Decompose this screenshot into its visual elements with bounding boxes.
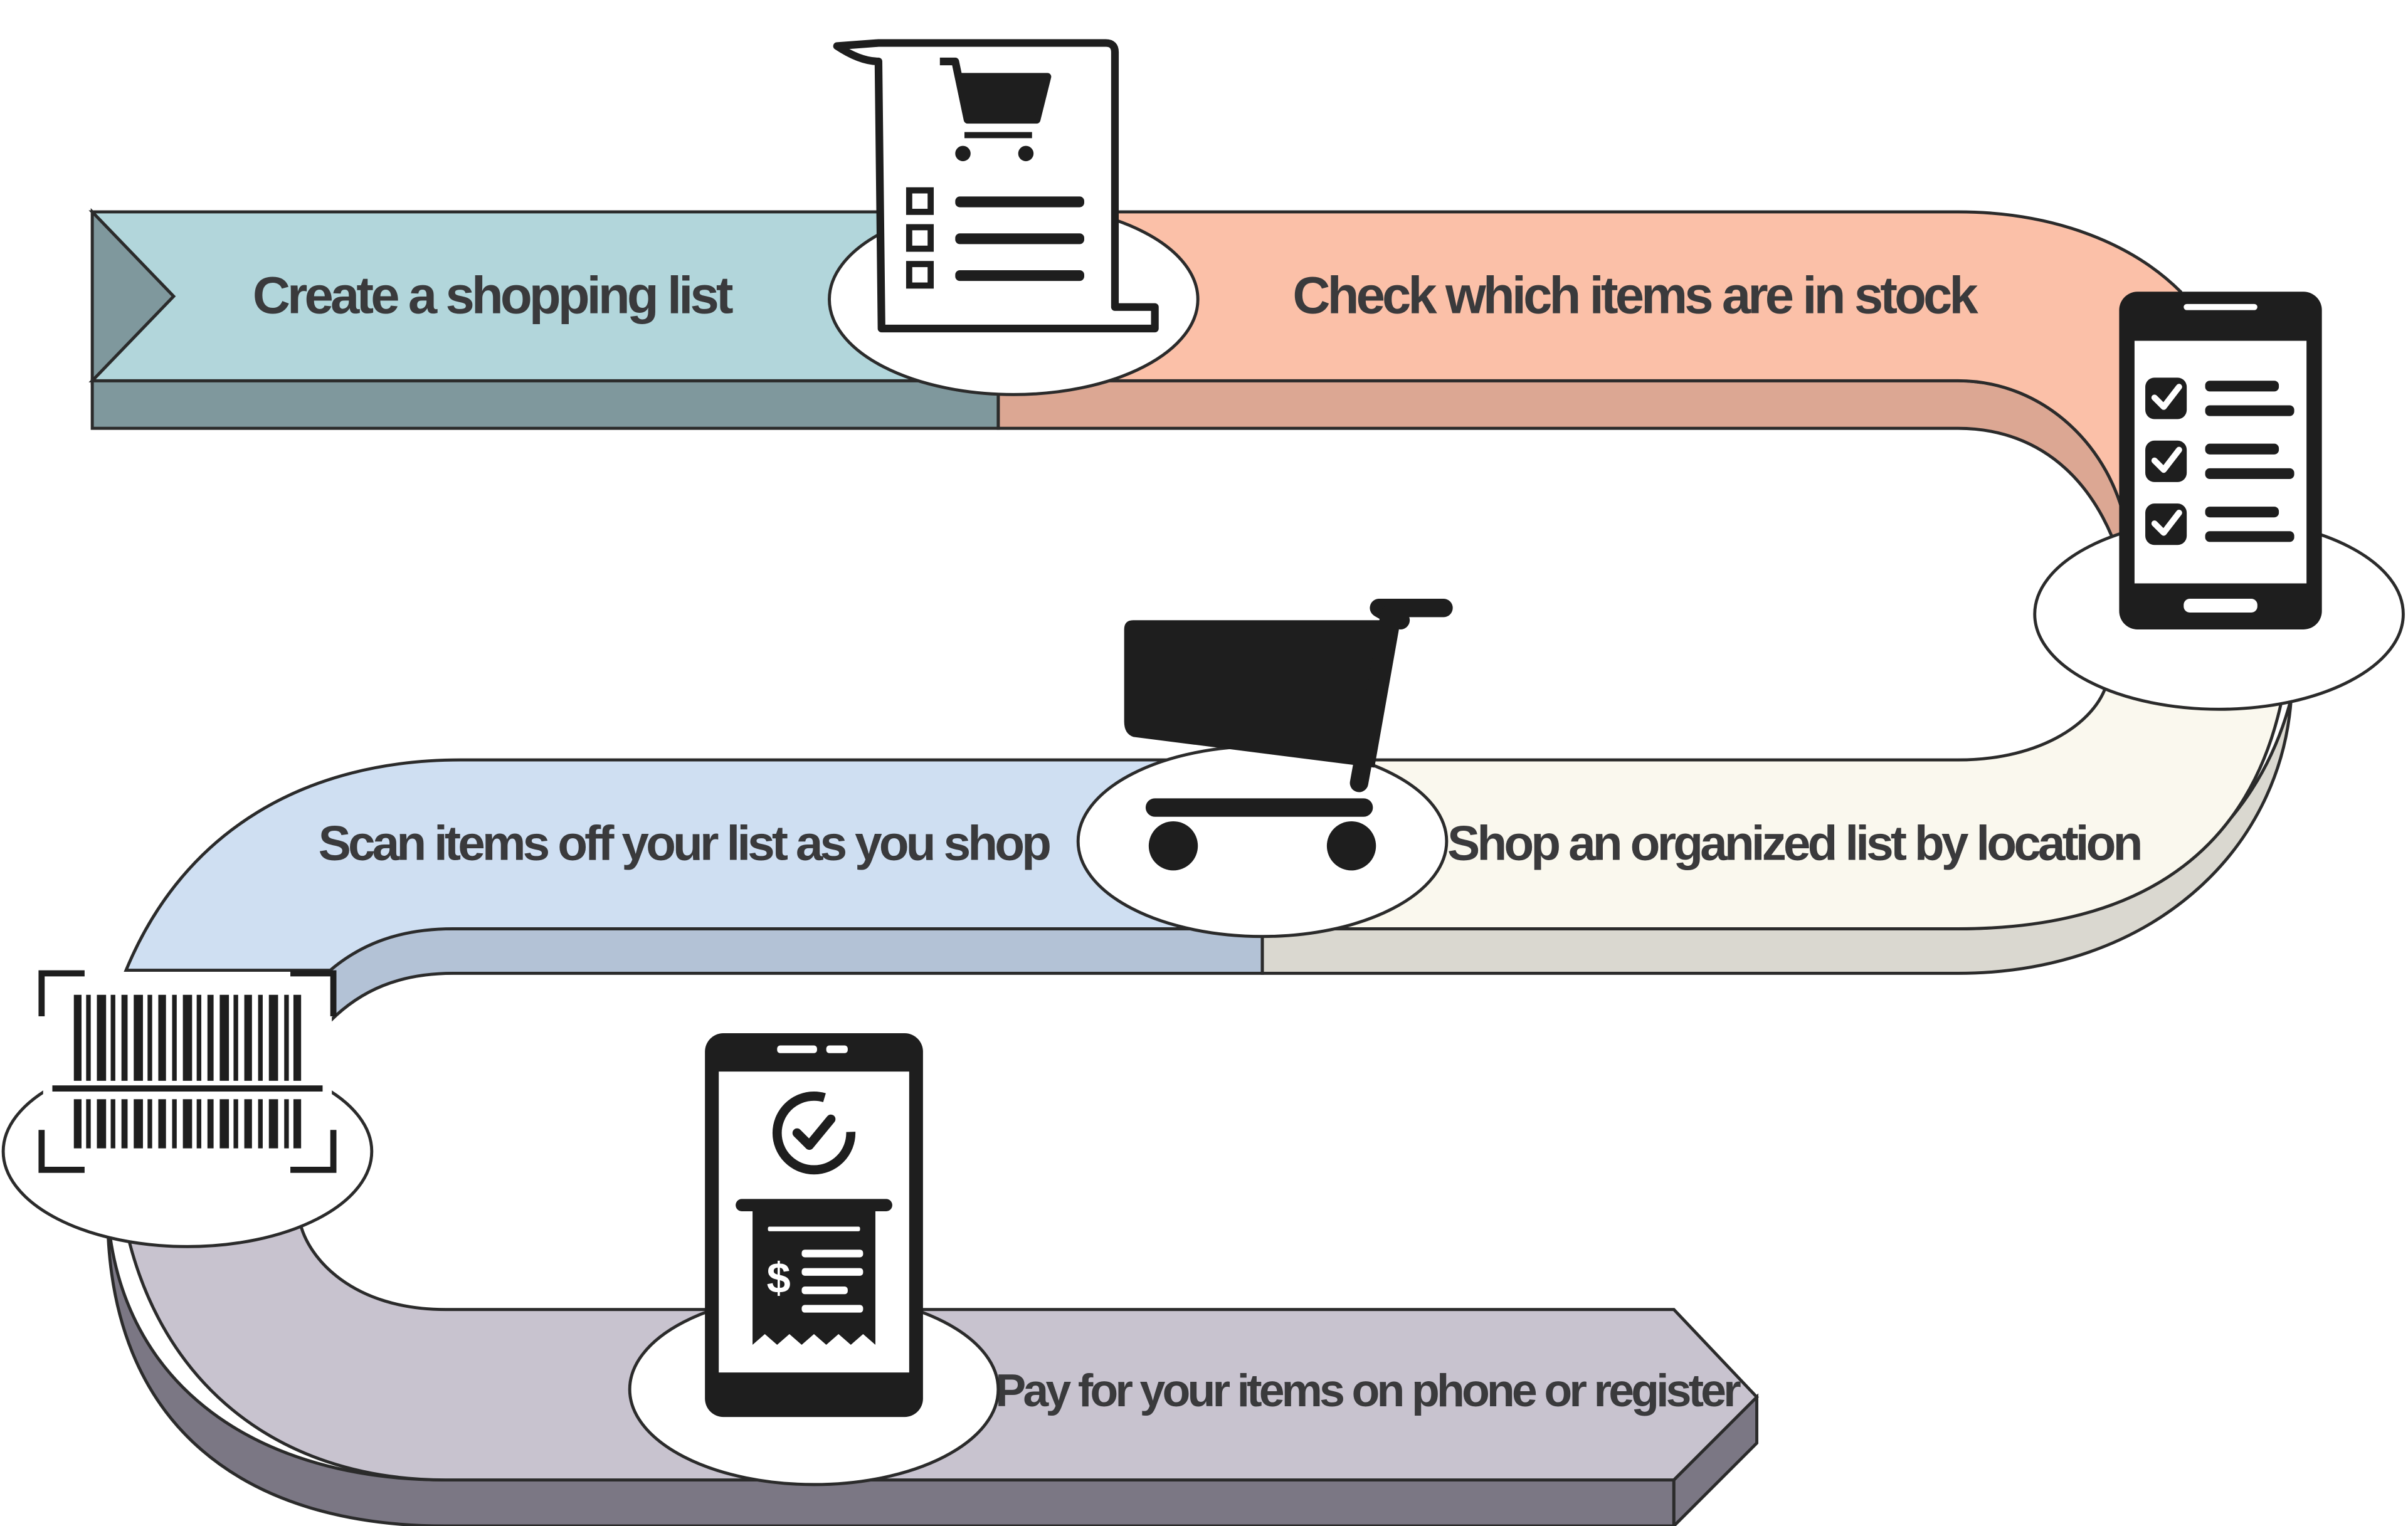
band-create-side (90, 379, 1000, 430)
band-scan-side (329, 927, 1264, 1025)
phone-payment-receipt-icon: $ (628, 1033, 1000, 1487)
band-stock-side (996, 379, 2129, 584)
phone-checklist-icon (2033, 292, 2405, 711)
band-scan-top (124, 758, 1230, 972)
step-4-label: Scan items off your list as you shop (319, 815, 1050, 870)
shopping-cart-icon (1076, 598, 1453, 939)
band-create (88, 208, 1000, 430)
step-5-label: Pay for your items on phone or register (995, 1364, 1741, 1416)
band-create-top (88, 210, 1000, 382)
step-2-label: Check which items are in stock (1292, 266, 1978, 325)
shopping-list-receipt-icon (828, 39, 1200, 396)
svg-text:$: $ (767, 1254, 791, 1302)
band-shop-top (1227, 681, 2287, 930)
band-pay-side (106, 1213, 1676, 1526)
step-1-label: Create a shopping list (253, 266, 733, 325)
step-3-label: Shop an organized list by location (1447, 815, 2140, 870)
barcode-scan-icon (1, 970, 374, 1248)
